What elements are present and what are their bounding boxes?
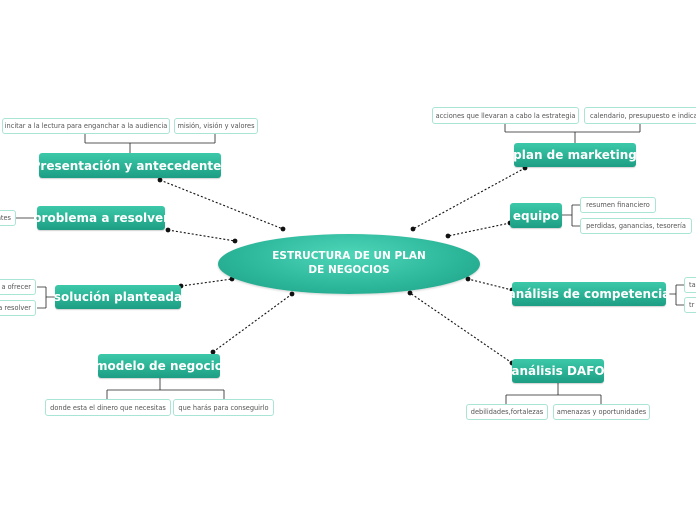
subtopic-brackets [16,124,684,404]
dotted-connectors [159,167,526,364]
connector-dafo [409,292,513,364]
topic-marketing[interactable]: plan de marketing [513,143,637,167]
subtopic-dafo-2[interactable]: amenazas y oportunidades [553,404,650,420]
subtopic-marketing-1[interactable]: acciones que llevaran a cabo la estrateg… [432,107,579,124]
subtopic-dafo-1[interactable]: debilidades,fortalezas [466,404,548,420]
subtopic-competencia-2[interactable]: tr [684,297,696,313]
connector-solucion [180,278,233,287]
subtopic-problema-1[interactable]: ntes [0,210,16,226]
subtopic-solucion-2[interactable]: a resolver [0,300,36,316]
connector-competencia [467,278,513,291]
subtopic-solucion-1[interactable]: a ofrecer [0,279,36,295]
subtopic-equipo-1[interactable]: resumen financiero [580,197,656,213]
topic-equipo[interactable]: equipo [510,203,562,228]
subtopic-equipo-2[interactable]: perdidas, ganancias, tesorería [580,218,692,234]
topic-modelo[interactable]: modelo de negocio [95,354,223,378]
subtopic-presentacion-1[interactable]: incitar a la lectura para enganchar a la… [2,118,170,134]
connector-problema [167,229,236,242]
subtopic-modelo-1[interactable]: donde esta el dinero que necesitas [45,399,171,416]
topic-solucion[interactable]: solución planteada [54,285,182,309]
connector-presentacion [159,179,284,230]
topic-dafo[interactable]: análisis DAFO [511,359,605,383]
topic-problema[interactable]: problema a resolver [33,206,169,230]
subtopic-presentacion-2[interactable]: misión, visión y valores [174,118,258,134]
topic-competencia[interactable]: análisis de competencia [508,282,670,306]
subtopic-competencia-1[interactable]: ta [684,277,696,293]
connector-equipo [447,222,511,237]
connector-modelo [212,293,293,353]
central-topic[interactable]: ESTRUCTURA DE UN PLAN DE NEGOCIOS [218,234,480,294]
subtopic-marketing-2[interactable]: calendario, presupuesto e indicad [584,107,696,124]
subtopic-modelo-2[interactable]: que harás para conseguirlo [173,399,274,416]
connector-marketing [412,167,526,230]
topic-presentacion[interactable]: Presentación y antecedentes [32,153,228,178]
